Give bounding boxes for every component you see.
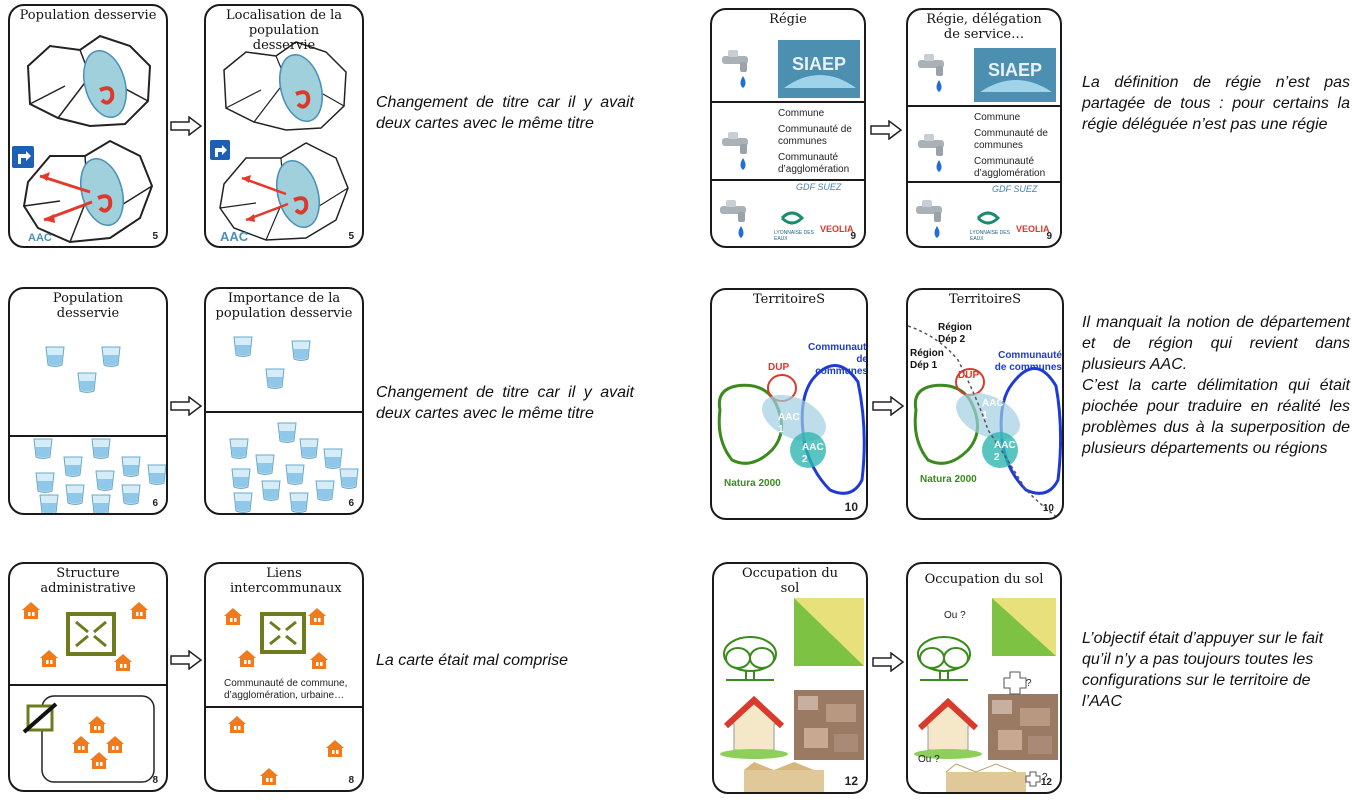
description-row-3: La carte était mal comprise: [376, 652, 569, 669]
description-line: Il manquait la notion de département et …: [1082, 314, 1350, 373]
card-number: 9: [850, 231, 856, 242]
card-title: TerritoireS: [753, 292, 825, 307]
gdf-suez-logo: GDF SUEZ: [796, 182, 842, 192]
card-title: TerritoireS: [949, 292, 1021, 307]
territories-map: [908, 325, 1062, 518]
card-importance-population-6: Importance de la population desservie 6: [204, 287, 364, 515]
region-dep2-label: Région Dép 2: [938, 322, 972, 345]
dup-label: DUP: [768, 362, 790, 373]
arrow-right-icon: [870, 120, 902, 140]
card-number: 9: [1046, 231, 1052, 242]
water-glasses-illustration: [229, 336, 359, 513]
list-item: Commune: [974, 112, 1021, 123]
regie-illustration: [712, 40, 864, 238]
card-number: 12: [1040, 777, 1052, 788]
arrow-right-icon: [170, 116, 202, 136]
card-title: Localisation de la population desservie: [226, 8, 342, 53]
dup-label: DUP: [958, 370, 980, 381]
card-title: Régie, délégation de service…: [926, 12, 1042, 42]
aac2-label: AAC 2: [802, 442, 824, 465]
card-regie-delegation-9: Régie, délégation de service… SIAEP Comm…: [906, 8, 1062, 248]
card-title: Importance de la population desservie: [215, 291, 353, 321]
admin-structure-illustration: [22, 602, 155, 783]
aac-label: AAC: [28, 232, 52, 244]
arrow-right-icon: [170, 650, 202, 670]
card-regie-9: Régie SIAEP Commune Communauté de commun…: [710, 8, 866, 248]
divider: [10, 435, 166, 437]
aac1-label: AAC 1: [778, 412, 800, 435]
card-territoires-10-revised: TerritoireS DUP Région Dép 2 Région Dép …: [906, 288, 1064, 520]
card-number: 8: [348, 775, 354, 786]
card-localisation-population-5: Localisation de la population desservie …: [204, 4, 364, 248]
description-row-r1: La définition de régie n’est pas partagé…: [1082, 74, 1350, 133]
land-use-illustration: [914, 598, 1058, 792]
divider: [206, 411, 362, 413]
lyonnaise-logo: LYONNAISE DES EAUX: [970, 230, 1010, 242]
question-label: Ou ?: [944, 610, 966, 621]
map-illustration: [210, 41, 349, 241]
divider: [10, 684, 166, 686]
aac1-label: AAC 1: [982, 398, 1004, 421]
list-item: Communauté d’agglomération: [974, 156, 1046, 179]
card-number: 6: [152, 498, 158, 509]
card-number: 10: [1042, 503, 1054, 514]
intercommunal-illustration: [224, 608, 344, 785]
list-item: Communauté de communes: [778, 124, 852, 147]
siaep-logo: SIAEP: [792, 54, 847, 74]
list-item: Communauté de communes: [974, 128, 1048, 151]
card-structure-administrative-8: Structure administrative 8: [8, 562, 168, 792]
card-title: Occupation du sol: [924, 572, 1044, 587]
description-line: C’est la carte délimitation qui était pi…: [1082, 377, 1350, 457]
regie-illustration: [908, 48, 1060, 238]
arrow-right-icon: [872, 652, 904, 672]
card-title: Population desservie: [19, 8, 157, 23]
card-number: 6: [348, 498, 354, 509]
arrow-right-icon: [170, 396, 202, 416]
card-title: Occupation du sol: [741, 566, 839, 596]
siaep-logo: SIAEP: [988, 60, 1043, 80]
communaute-label: Communauté de communes: [808, 342, 868, 377]
card-population-desservie-5: Population desservie AAC 5: [8, 4, 168, 248]
card-number: 12: [844, 774, 858, 788]
card-title: Liens intercommunaux: [230, 566, 342, 596]
card-title: Régie: [769, 12, 807, 27]
card-number: 10: [844, 500, 858, 514]
divider: [206, 706, 362, 708]
card-population-desservie-6: Population desservie 6: [8, 287, 168, 515]
card-number: 5: [152, 231, 158, 242]
question-label: Ou ?: [918, 754, 940, 765]
card-liens-intercommunaux-8: Liens intercommunaux Communauté de commu…: [204, 562, 364, 792]
aac-label: AAC: [220, 229, 249, 244]
question-label: ?: [1026, 678, 1032, 689]
map-illustration: [12, 34, 154, 244]
land-use-illustration: [720, 598, 864, 792]
card-occupation-sol-12: Occupation du sol 12: [712, 562, 868, 794]
gdf-suez-logo: GDF SUEZ: [992, 184, 1038, 194]
territories-map: [717, 364, 866, 495]
communaute-label: Communauté de communes: [994, 350, 1062, 373]
water-glasses-illustration: [33, 346, 166, 513]
description-row-r2: Il manquait la notion de département et …: [1082, 312, 1350, 459]
card-occupation-sol-12-revised: Occupation du sol Ou ? ? Ou ? ? 12: [906, 562, 1062, 794]
veolia-logo: VEOLIA: [1016, 224, 1050, 234]
description-row-r3: L’objectif était d’appuyer sur le fait q…: [1082, 630, 1324, 710]
list-item: Communauté d’agglomération: [778, 152, 850, 175]
list-item: Commune: [778, 108, 825, 119]
description-row-2: Changement de titre car il y avait deux …: [376, 384, 634, 422]
arrow-right-icon: [872, 396, 904, 416]
card-number: 8: [152, 775, 158, 786]
intercommunal-caption: Communauté de commune, d’agglomération, …: [224, 678, 348, 701]
card-title: Population desservie: [52, 291, 124, 321]
question-label: ?: [1042, 772, 1048, 783]
natura-label: Natura 2000: [724, 478, 781, 489]
veolia-logo: VEOLIA: [820, 224, 854, 234]
natura-label: Natura 2000: [920, 474, 977, 485]
region-dep1-label: Région Dép 1: [910, 348, 944, 371]
card-title: Structure administrative: [40, 566, 136, 596]
aac2-label: AAC 2: [994, 440, 1016, 463]
lyonnaise-logo: LYONNAISE DES EAUX: [774, 230, 814, 242]
card-number: 5: [348, 231, 354, 242]
card-territoires-10: TerritoireS DUP Communauté de communes A…: [710, 288, 868, 520]
description-row-1: Changement de titre car il y avait deux …: [376, 94, 634, 132]
